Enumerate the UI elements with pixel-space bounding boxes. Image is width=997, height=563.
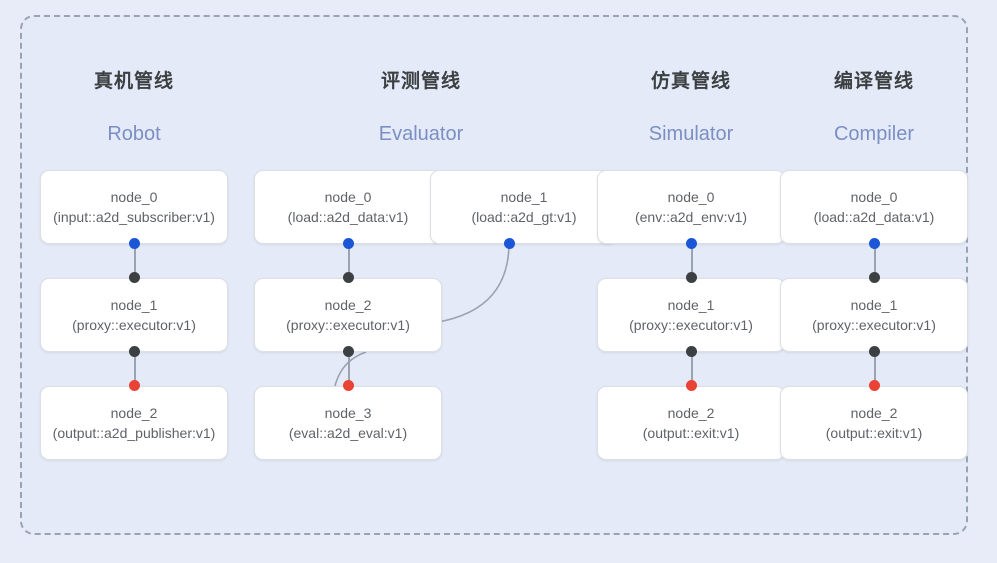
edge-compiler-1-to-2: [873, 351, 876, 391]
node-name: node_2: [110, 404, 158, 421]
node-robot-0[interactable]: node_0 (input::a2d_subscriber:v1): [40, 170, 228, 244]
node-compiler-1[interactable]: node_1 (proxy::executor:v1): [780, 278, 968, 352]
node-name: node_2: [667, 404, 715, 421]
port-output-blue-evaluator-1[interactable]: [504, 238, 515, 249]
port-input-black-evaluator-2[interactable]: [343, 272, 354, 283]
port-input-black-simulator-1[interactable]: [686, 272, 697, 283]
port-output-blue-compiler-0[interactable]: [869, 238, 880, 249]
node-impl: (input::a2d_subscriber:v1): [53, 208, 215, 225]
port-output-black-evaluator-2[interactable]: [343, 346, 354, 357]
node-simulator-2[interactable]: node_2 (output::exit:v1): [597, 386, 785, 460]
node-name: node_1: [667, 296, 715, 313]
node-impl: (proxy::executor:v1): [72, 316, 196, 333]
node-impl: (output::exit:v1): [642, 424, 740, 441]
node-impl: (proxy::executor:v1): [812, 316, 936, 333]
node-simulator-1[interactable]: node_1 (proxy::executor:v1): [597, 278, 785, 352]
edge-simulator-0-to-1: [690, 243, 693, 283]
edge-simulator-1-to-2: [690, 351, 693, 391]
node-name: node_0: [667, 188, 715, 205]
node-name: node_1: [850, 296, 898, 313]
port-input-red-simulator-2[interactable]: [686, 380, 697, 391]
node-impl: (output::a2d_publisher:v1): [52, 424, 216, 441]
node-name: node_1: [500, 188, 548, 205]
port-output-black-simulator-1[interactable]: [686, 346, 697, 357]
node-simulator-0[interactable]: node_0 (env::a2d_env:v1): [597, 170, 785, 244]
edge-evaluator-0-to-2: [347, 243, 350, 283]
edge-robot-1-to-2: [133, 351, 136, 391]
node-name: node_1: [110, 296, 158, 313]
node-compiler-0[interactable]: node_0 (load::a2d_data:v1): [780, 170, 968, 244]
port-input-black-robot-1[interactable]: [129, 272, 140, 283]
node-name: node_0: [850, 188, 898, 205]
port-input-red-compiler-2[interactable]: [869, 380, 880, 391]
port-output-black-compiler-1[interactable]: [869, 346, 880, 357]
node-impl: (eval::a2d_eval:v1): [288, 424, 408, 441]
node-compiler-2[interactable]: node_2 (output::exit:v1): [780, 386, 968, 460]
node-name: node_2: [850, 404, 898, 421]
node-impl: (proxy::executor:v1): [629, 316, 753, 333]
edge-robot-0-to-1: [133, 243, 136, 283]
node-name: node_2: [324, 296, 372, 313]
node-robot-1[interactable]: node_1 (proxy::executor:v1): [40, 278, 228, 352]
port-output-blue-evaluator-0[interactable]: [343, 238, 354, 249]
port-output-blue-robot-0[interactable]: [129, 238, 140, 249]
node-name: node_0: [110, 188, 158, 205]
node-name: node_3: [324, 404, 372, 421]
node-impl: (output::exit:v1): [825, 424, 923, 441]
node-name: node_0: [324, 188, 372, 205]
port-input-red-evaluator-3[interactable]: [343, 380, 354, 391]
node-impl: (proxy::executor:v1): [286, 316, 410, 333]
node-evaluator-3[interactable]: node_3 (eval::a2d_eval:v1): [254, 386, 442, 460]
node-impl: (load::a2d_data:v1): [813, 208, 935, 225]
node-impl: (env::a2d_env:v1): [634, 208, 748, 225]
node-impl: (load::a2d_data:v1): [287, 208, 409, 225]
node-evaluator-2[interactable]: node_2 (proxy::executor:v1): [254, 278, 442, 352]
edge-compiler-0-to-1: [873, 243, 876, 283]
node-robot-2[interactable]: node_2 (output::a2d_publisher:v1): [40, 386, 228, 460]
port-input-black-compiler-1[interactable]: [869, 272, 880, 283]
port-output-black-robot-1[interactable]: [129, 346, 140, 357]
node-impl: (load::a2d_gt:v1): [471, 208, 577, 225]
port-output-blue-simulator-0[interactable]: [686, 238, 697, 249]
node-evaluator-1[interactable]: node_1 (load::a2d_gt:v1): [430, 170, 618, 244]
node-evaluator-0[interactable]: node_0 (load::a2d_data:v1): [254, 170, 442, 244]
port-input-red-robot-2[interactable]: [129, 380, 140, 391]
